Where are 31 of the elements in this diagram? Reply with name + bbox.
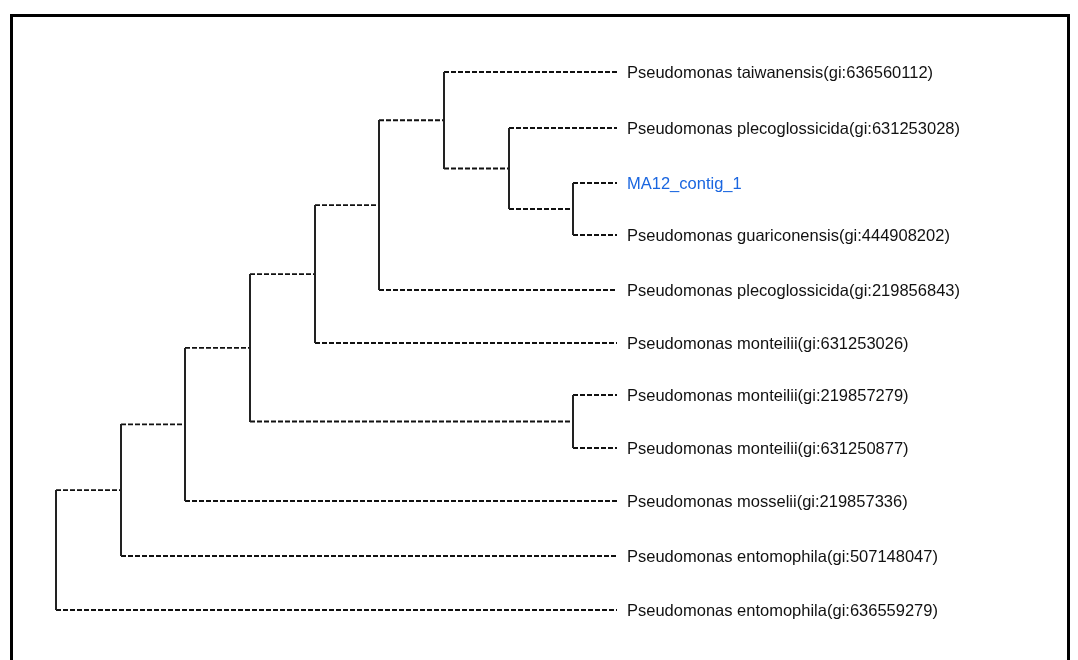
dashed-branch-line: [572, 234, 618, 236]
taxon-label: Pseudomonas mosselii(gi:219857336): [617, 491, 908, 511]
dashed-branch-line: [314, 342, 618, 344]
dashed-branch-line: [508, 208, 573, 210]
taxon-label: Pseudomonas monteilii(gi:631250877): [617, 438, 909, 458]
dashed-branch-line: [249, 273, 315, 275]
dashed-branch-line: [249, 420, 573, 423]
taxon-label: Pseudomonas monteilii(gi:219857279): [617, 385, 909, 405]
dashed-branch-line: [572, 394, 618, 396]
taxon-label: Pseudomonas guariconensis(gi:444908202): [617, 225, 950, 245]
taxon-label: MA12_contig_1: [617, 173, 742, 193]
dashed-branch-line: [572, 182, 618, 184]
dashed-branch-line: [443, 71, 618, 73]
taxon-label: Pseudomonas plecoglossicida(gi:631253028): [617, 118, 960, 138]
dashed-branch-line: [572, 447, 618, 449]
dashed-branch-line: [55, 489, 121, 492]
taxon-label: Pseudomonas taiwanensis(gi:636560112): [617, 62, 934, 82]
dashed-branch-line: [443, 167, 509, 170]
dashed-branch-line: [120, 555, 618, 557]
dashed-branch-line: [314, 204, 379, 207]
dashed-branch-line: [184, 346, 250, 349]
taxon-label: Pseudomonas entomophila(gi:507148047): [617, 546, 938, 566]
dashed-branch-line: [378, 289, 618, 291]
taxon-label: Pseudomonas entomophila(gi:636559279): [617, 600, 938, 620]
dashed-branch-line: [184, 500, 618, 502]
dashed-branch-line: [378, 119, 444, 122]
dashed-branch-line: [55, 609, 618, 611]
dashed-branch-line: [120, 423, 185, 426]
taxon-label: Pseudomonas plecoglossicida(gi:219856843): [617, 280, 960, 300]
taxon-label: Pseudomonas monteilii(gi:631253026): [617, 333, 909, 353]
dashed-branch-line: [508, 127, 618, 129]
